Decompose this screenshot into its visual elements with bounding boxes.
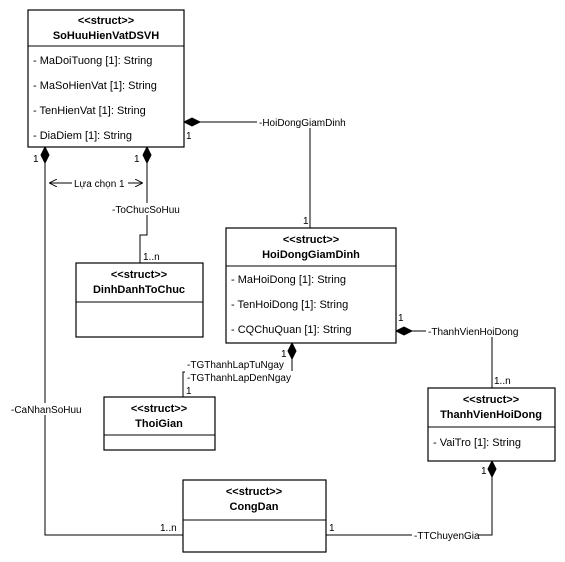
class-stereotype: <<struct>> <box>226 486 282 498</box>
composition-diamond-thanhvien-congdan <box>487 459 497 479</box>
role-tgthanhlapdenngay: -TGThanhLapDenNgay <box>187 373 291 384</box>
composition-diamond-hoidong-thanhvien <box>394 326 414 336</box>
assoc-tochuc-line <box>139 163 148 263</box>
mult-sohuu-tochuc-source: 1 <box>134 154 140 165</box>
class-stereotype: <<struct>> <box>283 234 339 246</box>
class-attribute: - CQChuQuan [1]: String <box>231 324 351 336</box>
assoc-thanhvien-line <box>412 330 493 388</box>
mult-sohuu-hoidong-target: 1 <box>303 216 309 227</box>
class-name: HoiDongGiamDinh <box>262 249 360 261</box>
class-dinhdanhtochuc: <<struct>> DinhDanhToChuc <box>75 262 204 338</box>
class-attribute: - MaDoiTuong [1]: String <box>33 55 152 67</box>
mult-hoidong-thoigian-source: 1 <box>281 349 287 360</box>
class-thoigian: <<struct>> ThoiGian <box>103 396 216 451</box>
class-sohuuhienvatdsvh: <<struct>> SoHuuHienVatDSVH - MaDoiTuong… <box>27 9 185 148</box>
class-name: DinhDanhToChuc <box>93 284 185 296</box>
class-attribute: - MaHoiDong [1]: String <box>231 274 346 286</box>
composition-diamond-sohuu-hoidong <box>182 117 202 127</box>
composition-diamond-sohuu-congdan <box>40 145 50 165</box>
class-stereotype: <<struct>> <box>463 394 519 406</box>
class-attribute: - TenHienVat [1]: String <box>33 105 146 117</box>
role-ttchuyengia: -TTChuyenGia <box>414 531 480 542</box>
mult-hoidong-thanhvien-target: 1..n <box>494 376 511 387</box>
mult-hoidong-thoigian-target: 1 <box>186 386 192 397</box>
mult-hoidong-thanhvien-source: 1 <box>398 313 404 324</box>
class-name: CongDan <box>230 501 279 513</box>
class-stereotype: <<struct>> <box>131 403 187 415</box>
assoc-canhan-line <box>44 163 183 536</box>
role-tgthanhlaptungay: -TGThanhLapTuNgay <box>187 360 284 371</box>
class-name: ThanhVienHoiDong <box>440 409 542 421</box>
mult-sohuu-congdan-source: 1 <box>33 154 39 165</box>
mult-thanhvien-congdan-target: 1 <box>329 523 335 534</box>
role-thanhvienhoidong: -ThanhVienHoiDong <box>428 327 518 338</box>
mult-sohuu-hoidong-source: 1 <box>186 131 192 142</box>
assoc-hoidong-line <box>200 121 311 228</box>
mult-sohuu-tochuc-target: 1..n <box>143 252 160 263</box>
class-name: SoHuuHienVatDSVH <box>53 30 159 42</box>
composition-diamond-sohuu-tochuc <box>142 145 152 165</box>
composition-diamond-hoidong-thoigian <box>287 341 297 361</box>
class-congdan: <<struct>> CongDan <box>182 479 327 553</box>
class-attribute: - TenHoiDong [1]: String <box>231 299 348 311</box>
role-hoidonggiamdinh: -HoiDongGiamDinh <box>259 118 346 129</box>
class-name: ThoiGian <box>135 418 183 430</box>
mult-sohuu-congdan-target: 1..n <box>160 523 177 534</box>
class-thanhvienhoidong: <<struct>> ThanhVienHoiDong - VaiTro [1]… <box>427 387 556 462</box>
class-attribute: - DiaDiem [1]: String <box>33 130 132 142</box>
mult-thanhvien-congdan-source: 1 <box>481 466 487 477</box>
role-canhansohuu: -CaNhanSoHuu <box>11 405 82 416</box>
choice-label: Lựa chọn 1 <box>74 179 125 190</box>
class-stereotype: <<struct>> <box>78 15 134 27</box>
class-attribute: - VaiTro [1]: String <box>433 437 521 449</box>
class-stereotype: <<struct>> <box>111 269 167 281</box>
class-attribute: - MaSoHienVat [1]: String <box>33 80 157 92</box>
class-hoidonggiamdinh: <<struct>> HoiDongGiamDinh - MaHoiDong [… <box>225 227 397 344</box>
assoc-chuyengia-line <box>326 477 493 536</box>
role-tochucsohuu: -ToChucSoHuu <box>112 205 180 216</box>
